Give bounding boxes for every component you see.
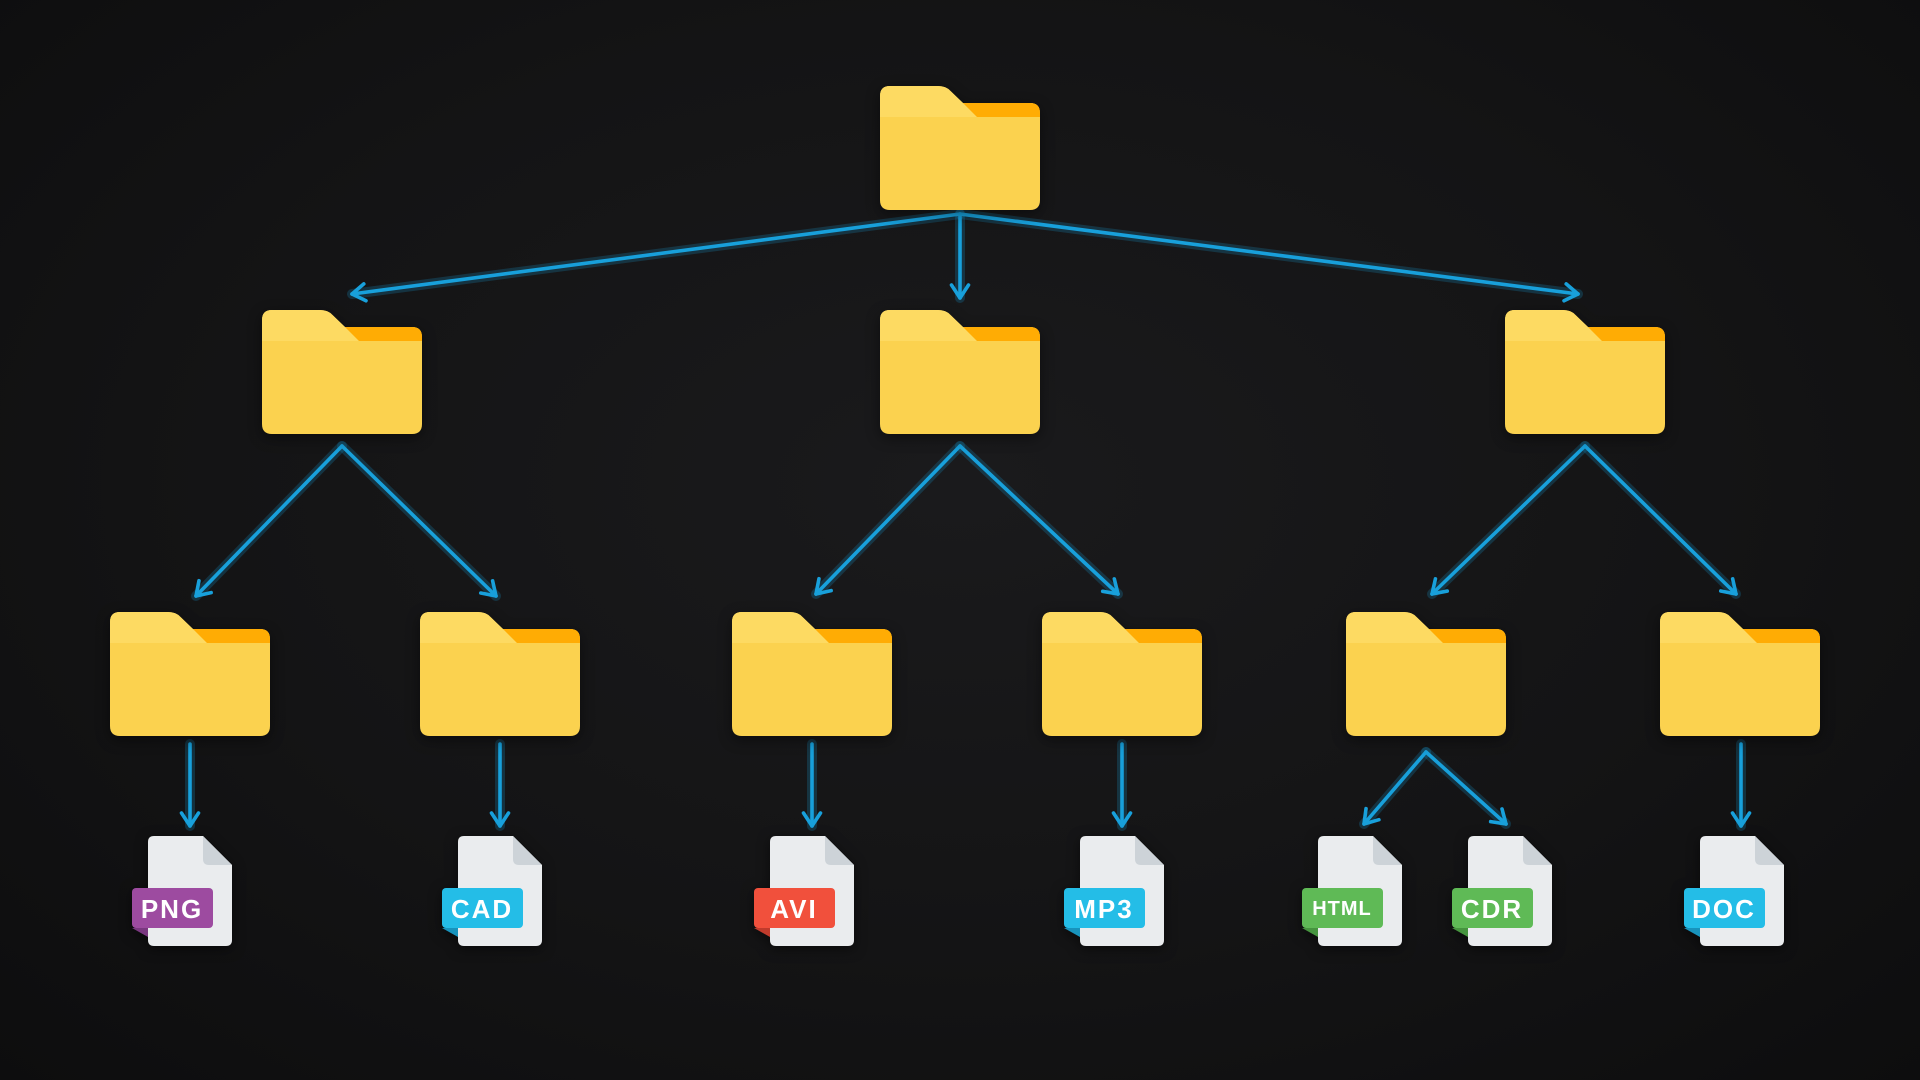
arrow-connector xyxy=(814,444,962,596)
folder-l3-2 xyxy=(420,612,580,736)
folder-l3-4 xyxy=(1042,612,1202,736)
arrow-connector xyxy=(1583,444,1738,596)
file-label-band xyxy=(754,888,835,928)
folder-tab xyxy=(732,612,829,643)
arrow-connector xyxy=(958,444,1120,596)
file-label-fold xyxy=(1064,928,1080,937)
arrow-connector xyxy=(340,444,498,598)
file-type-label: CDR xyxy=(1461,894,1523,924)
file-label-fold xyxy=(754,928,770,937)
file-cad: CAD xyxy=(436,836,542,950)
file-png: PNG xyxy=(126,836,232,950)
folder-tab xyxy=(110,612,207,643)
folder-band xyxy=(1429,629,1506,643)
arrow-connector xyxy=(1430,444,1587,596)
folder-tab xyxy=(262,310,359,341)
file-label-fold xyxy=(1684,928,1700,937)
folder-l3-6 xyxy=(1660,612,1820,736)
file-label-fold xyxy=(1302,928,1318,937)
file-corner-fold xyxy=(1523,836,1552,865)
file-label-band xyxy=(1302,888,1383,928)
folder-band xyxy=(815,629,892,643)
folder-tab xyxy=(1042,612,1139,643)
file-type-label: HTML xyxy=(1312,898,1372,920)
file-corner-fold xyxy=(1373,836,1402,865)
file-label-fold xyxy=(442,928,458,937)
file-corner-fold xyxy=(1135,836,1164,865)
file-corner-fold xyxy=(513,836,542,865)
folder-band xyxy=(1588,327,1665,341)
file-corner-fold xyxy=(825,836,854,865)
file-html: HTML xyxy=(1296,836,1402,950)
folder-band xyxy=(1125,629,1202,643)
folder-l3-3 xyxy=(732,612,892,736)
file-type-label: PNG xyxy=(141,894,203,924)
folder-l2-1 xyxy=(262,310,422,434)
folder-l3-1 xyxy=(110,612,270,736)
file-label-band xyxy=(1064,888,1145,928)
file-label-band xyxy=(442,888,523,928)
arrow-connector xyxy=(1362,750,1428,826)
folder-band xyxy=(503,629,580,643)
file-corner-fold xyxy=(203,836,232,865)
file-type-label: DOC xyxy=(1692,894,1756,924)
file-mp3: MP3 xyxy=(1058,836,1164,950)
folder-tab xyxy=(1660,612,1757,643)
folder-l3-5 xyxy=(1346,612,1506,736)
folder-tab xyxy=(1505,310,1602,341)
folder-band xyxy=(193,629,270,643)
folder-band xyxy=(345,327,422,341)
file-corner-fold xyxy=(1755,836,1784,865)
folder-l2-2 xyxy=(880,310,1040,434)
file-type-label: AVI xyxy=(770,894,817,924)
file-doc: DOC xyxy=(1678,836,1784,950)
folder-band xyxy=(1743,629,1820,643)
file-label-band xyxy=(132,888,213,928)
arrow-connector xyxy=(1424,750,1508,826)
file-type-label: CAD xyxy=(451,894,513,924)
file-label-fold xyxy=(1452,928,1468,937)
file-cdr: CDR xyxy=(1446,836,1552,950)
folder-tab xyxy=(420,612,517,643)
folder-l2-3 xyxy=(1505,310,1665,434)
folder-root xyxy=(880,86,1040,210)
folder-band xyxy=(963,327,1040,341)
file-label-fold xyxy=(132,928,148,937)
folder-band xyxy=(963,103,1040,117)
file-label-band xyxy=(1452,888,1533,928)
file-label-band xyxy=(1684,888,1765,928)
file-avi: AVI xyxy=(748,836,854,950)
folder-tab xyxy=(880,310,977,341)
arrow-connector xyxy=(350,212,962,303)
arrow-connector xyxy=(194,444,344,598)
folder-tab xyxy=(1346,612,1443,643)
arrow-connector xyxy=(958,212,1580,303)
file-type-label: MP3 xyxy=(1074,894,1133,924)
folder-tab xyxy=(880,86,977,117)
